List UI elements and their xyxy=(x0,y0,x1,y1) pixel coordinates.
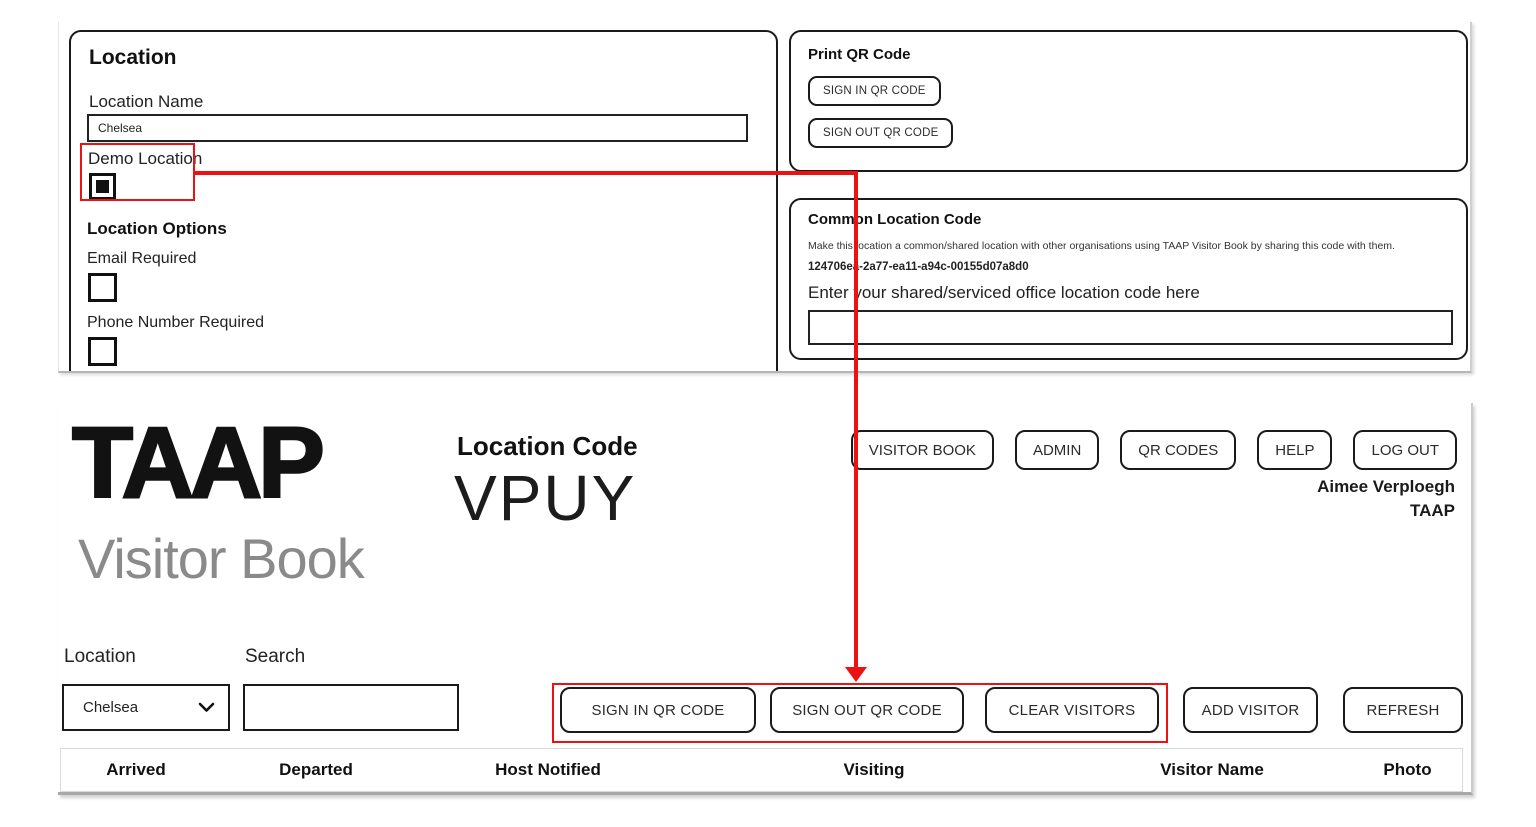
location-panel-title: Location xyxy=(89,46,177,69)
visitor-book-screenshot: TAAP Visitor Book Location Code VPUY VIS… xyxy=(58,403,1473,795)
phone-required-label: Phone Number Required xyxy=(87,314,264,331)
search-input[interactable] xyxy=(243,684,459,731)
location-select-value: Chelsea xyxy=(83,699,139,716)
email-required-checkbox[interactable] xyxy=(88,273,117,302)
user-org: TAAP xyxy=(1409,501,1455,520)
nav-button-row: VISITOR BOOK ADMIN QR CODES HELP LOG OUT xyxy=(850,430,1457,470)
common-location-code-title: Common Location Code xyxy=(808,211,982,228)
user-block: Aimee Verploegh TAAP xyxy=(1317,475,1455,523)
nav-visitor-book-button[interactable]: VISITOR BOOK xyxy=(850,430,994,470)
phone-required-checkbox[interactable] xyxy=(88,337,117,366)
col-host-notified: Host Notified xyxy=(495,760,601,779)
location-filter-label: Location xyxy=(64,646,136,667)
common-location-code-value: 124706ea-2a77-ea11-a94c-00155d07a8d0 xyxy=(808,261,1029,273)
add-visitor-button[interactable]: ADD VISITOR xyxy=(1183,687,1318,733)
shared-office-code-field-wrap xyxy=(808,310,1453,345)
visitor-book-logo-text: Visitor Book xyxy=(78,527,365,590)
demo-location-label: Demo Location xyxy=(88,149,203,168)
search-label: Search xyxy=(245,646,306,667)
shared-office-code-label: Enter your shared/serviced office locati… xyxy=(808,283,1200,302)
admin-settings-screenshot: Location Location Name Demo Location Loc… xyxy=(58,22,1472,373)
location-panel: Location Location Name Demo Location Loc… xyxy=(69,30,778,371)
sign-in-qr-code-button[interactable]: SIGN IN QR CODE xyxy=(808,76,941,106)
print-qr-title: Print QR Code xyxy=(808,46,911,63)
sign-out-qr-code-button[interactable]: SIGN OUT QR CODE xyxy=(808,118,954,148)
chevron-down-icon xyxy=(198,702,215,713)
location-name-input[interactable] xyxy=(87,114,748,142)
location-select[interactable]: Chelsea xyxy=(62,684,230,731)
col-arrived: Arrived xyxy=(106,760,166,779)
col-photo: Photo xyxy=(1383,760,1432,779)
nav-log-out-button[interactable]: LOG OUT xyxy=(1353,430,1457,470)
visitor-table-header: Arrived Departed Host Notified Visiting … xyxy=(60,748,1463,792)
location-name-label: Location Name xyxy=(89,92,204,111)
common-location-code-description: Make this location a common/shared locat… xyxy=(808,240,1395,252)
taap-logo: TAAP xyxy=(71,407,326,519)
shared-office-code-input[interactable] xyxy=(808,310,1453,345)
user-name: Aimee Verploegh xyxy=(1317,477,1455,496)
location-options-title: Location Options xyxy=(87,219,227,238)
email-required-label: Email Required xyxy=(87,250,197,267)
search-field-wrap xyxy=(243,684,459,731)
sign-out-qr-code-action-button[interactable]: SIGN OUT QR CODE xyxy=(770,687,964,733)
clear-visitors-button[interactable]: CLEAR VISITORS xyxy=(985,687,1159,733)
location-name-field-wrap xyxy=(87,114,748,142)
col-visitor-name: Visitor Name xyxy=(1160,760,1264,779)
location-code-value: VPUY xyxy=(454,462,637,534)
print-qr-panel: Print QR Code SIGN IN QR CODE SIGN OUT Q… xyxy=(789,30,1468,172)
nav-help-button[interactable]: HELP xyxy=(1257,430,1333,470)
demo-location-checkbox[interactable] xyxy=(89,173,116,200)
nav-admin-button[interactable]: ADMIN xyxy=(1014,430,1100,470)
nav-qr-codes-button[interactable]: QR CODES xyxy=(1120,430,1237,470)
col-visiting: Visiting xyxy=(843,760,905,779)
location-code-label: Location Code xyxy=(457,431,638,461)
sign-in-qr-code-action-button[interactable]: SIGN IN QR CODE xyxy=(560,687,756,733)
refresh-button[interactable]: REFRESH xyxy=(1343,687,1463,733)
common-location-code-panel: Common Location Code Make this location … xyxy=(789,198,1468,360)
checkbox-checked-mark xyxy=(96,180,109,193)
col-departed: Departed xyxy=(279,760,353,779)
